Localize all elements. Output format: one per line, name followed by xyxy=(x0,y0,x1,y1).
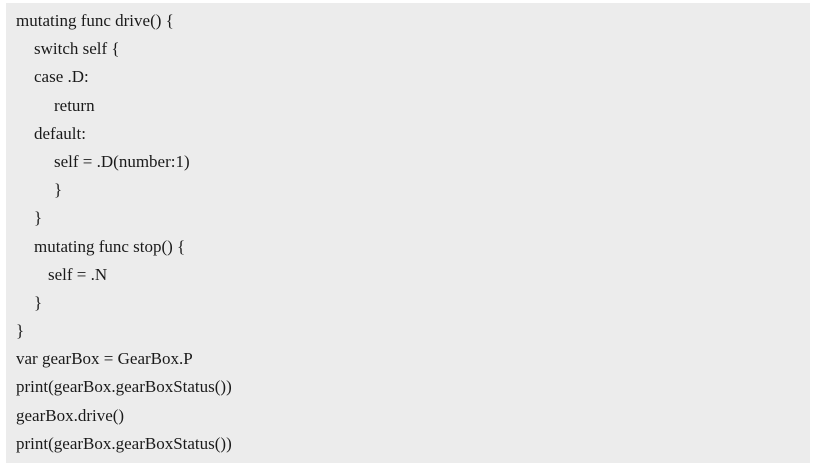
code-line: var gearBox = GearBox.P xyxy=(16,349,193,369)
code-line: gearBox.drive() xyxy=(16,405,125,425)
code-line: case .D: xyxy=(34,67,89,87)
code-block: mutating func drive() { switch self { ca… xyxy=(6,3,810,463)
code-line: print(gearBox.gearBoxStatus()) xyxy=(16,377,232,397)
code-line: mutating func stop() { xyxy=(34,236,186,256)
code-line: self = .N xyxy=(48,264,108,284)
code-line: return xyxy=(54,95,95,115)
code-line: self = .D(number:1) xyxy=(54,151,190,171)
code-line: default: xyxy=(34,123,86,143)
code-line: mutating func drive() { xyxy=(16,11,174,30)
code-line: print(gearBox.gearBoxStatus()) xyxy=(16,433,232,453)
code-line: } xyxy=(34,292,43,312)
code-line: } xyxy=(54,180,63,200)
code-line: } xyxy=(34,208,43,228)
code-line: switch self { xyxy=(34,39,120,59)
code-line: } xyxy=(16,321,25,341)
